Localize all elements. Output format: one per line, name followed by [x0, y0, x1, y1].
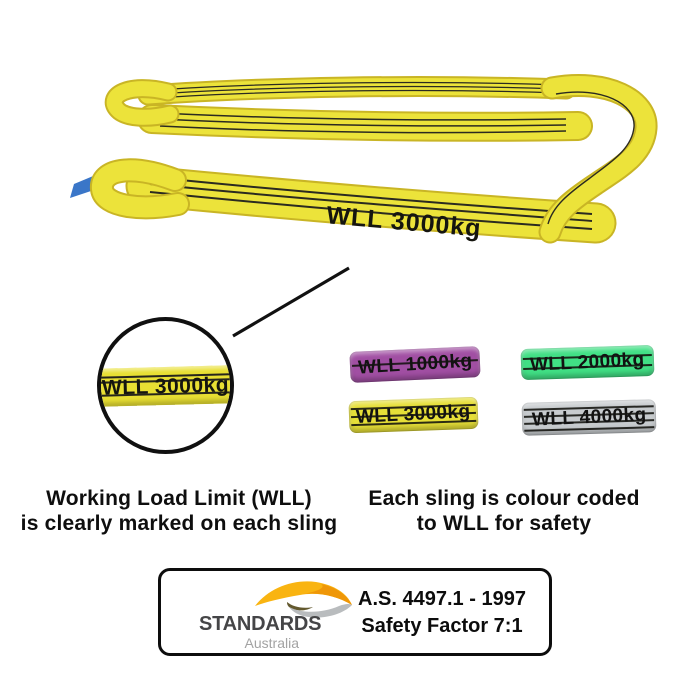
caption-colour-coded: Each sling is colour coded to WLL for sa… — [356, 486, 652, 536]
magnified-wll-marking: WLL 3000kg — [101, 372, 230, 400]
caption-line: Each sling is colour coded — [368, 487, 640, 510]
sling-bottom-band — [127, 167, 615, 242]
standards-australia-wordmark: STANDARDS Australia — [199, 613, 322, 651]
caption-line: is clearly marked on each sling — [20, 512, 338, 535]
sling-stripe — [149, 176, 593, 215]
round-sling-illustration: WLL 3000kg — [70, 74, 658, 338]
magnified-sling-band: WLL 3000kg — [101, 365, 230, 407]
caption-wll-marked: Working Load Limit (WLL) is clearly mark… — [18, 486, 340, 536]
magnifier-pointer-line — [232, 266, 350, 338]
swatch-label: WLL 2000kg — [529, 348, 646, 376]
standard-number: A.S. 4497.1 - 1997 — [358, 588, 526, 610]
sling-stripe — [154, 89, 561, 99]
sling-left-eye — [106, 81, 178, 125]
sling-stripe — [154, 85, 561, 95]
sling-stripe — [547, 91, 635, 225]
caption-line: Working Load Limit (WLL) — [46, 487, 312, 510]
swatch-label: WLL 3000kg — [355, 401, 472, 428]
sling-stripe — [159, 118, 567, 127]
swatch-grey-4000kg: WLL 4000kg — [521, 399, 657, 436]
caption-line: to WLL for safety — [416, 512, 592, 535]
magnifier-circle: WLL 3000kg — [97, 317, 234, 454]
safety-factor: Safety Factor 7:1 — [361, 615, 523, 637]
sling-stripe — [154, 81, 561, 91]
swatch-purple-1000kg: WLL 1000kg — [349, 346, 481, 383]
sling-right-eye — [540, 76, 656, 242]
certification-details: A.S. 4497.1 - 1997 Safety Factor 7:1 — [353, 586, 531, 640]
swatch-yellow-3000kg: WLL 3000kg — [348, 396, 479, 434]
sling-stripe — [159, 112, 567, 121]
australia-text: Australia — [244, 635, 299, 651]
sling-stripe — [159, 125, 567, 134]
swatch-label: WLL 4000kg — [531, 403, 647, 431]
swatch-label: WLL 1000kg — [357, 349, 473, 379]
sling-tag-eye — [92, 160, 188, 218]
sling-stripe — [149, 191, 593, 230]
swatch-green-2000kg: WLL 2000kg — [520, 344, 655, 381]
standards-australia-logo-icon — [255, 581, 352, 618]
sling-stripe — [149, 183, 593, 222]
standards-text: STANDARDS — [199, 613, 322, 635]
standards-certification-box: STANDARDS Australia A.S. 4497.1 - 1997 S… — [158, 568, 552, 656]
